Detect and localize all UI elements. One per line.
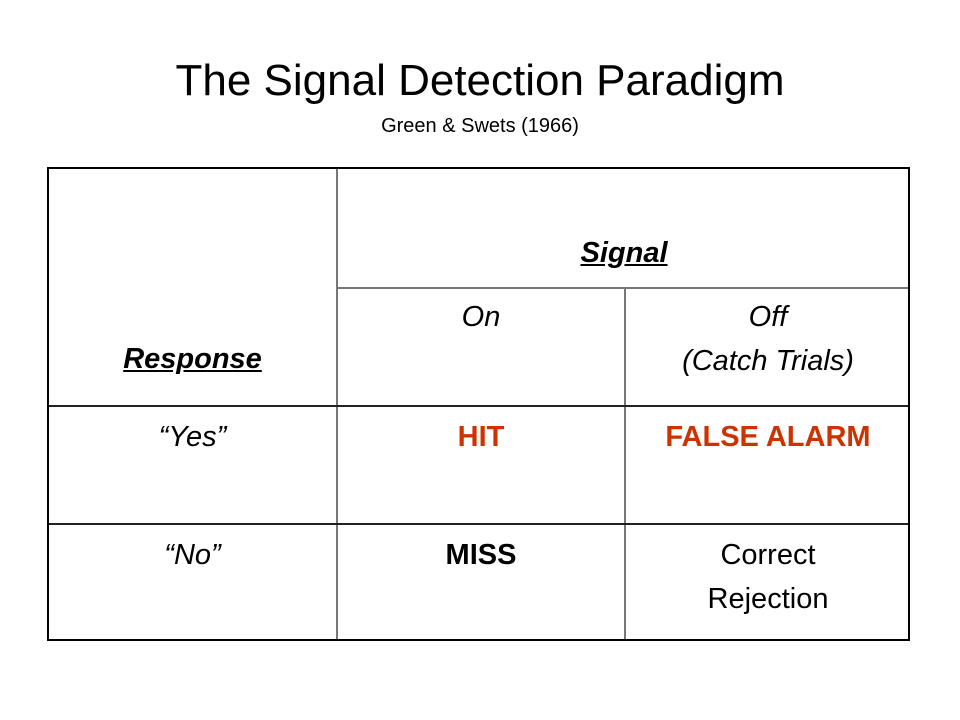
signal-header: Signal (580, 237, 668, 269)
miss-cell: MISS (445, 539, 517, 571)
divider (49, 405, 908, 407)
off-label: Off (748, 301, 788, 333)
slide-title: The Signal Detection Paradigm (175, 56, 785, 105)
hit-cell: HIT (457, 421, 505, 453)
response-header: Response (123, 343, 262, 375)
divider (49, 523, 908, 525)
divider (336, 287, 908, 289)
rejection-label: Rejection (707, 583, 829, 615)
false-alarm-cell: FALSE ALARM (665, 421, 871, 453)
slide-subtitle: Green & Swets (1966) (381, 115, 579, 137)
divider (624, 287, 626, 639)
catch-trials-label: (Catch Trials) (682, 345, 854, 377)
no-row-label: “No” (164, 539, 221, 571)
divider (336, 169, 338, 639)
yes-row-label: “Yes” (158, 421, 227, 453)
correct-label: Correct (720, 539, 816, 571)
signal-off-header: Off (Catch Trials) (626, 295, 910, 383)
signal-on-header: On (461, 301, 501, 333)
signal-detection-table: Signal Response On Off (Catch Trials) “Ye… (47, 167, 910, 641)
